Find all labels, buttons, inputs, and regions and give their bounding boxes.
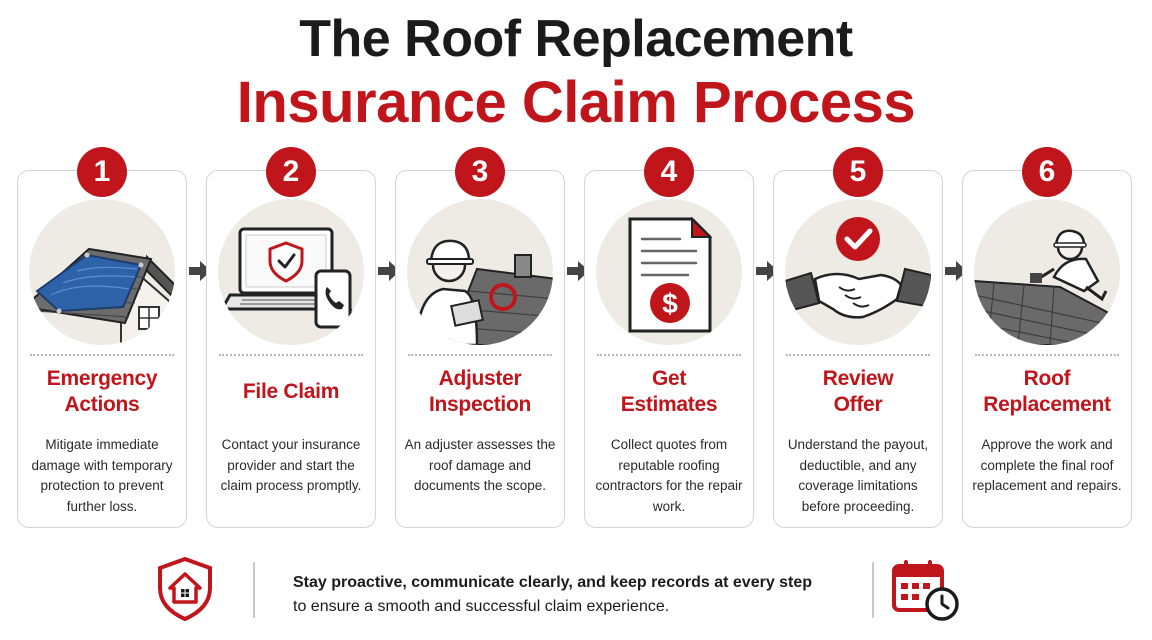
step-number-badge: 6 [1022,147,1072,197]
step-description: Mitigate immediate damage with temporary… [31,437,173,514]
step-title: Emergency Actions [46,367,158,416]
step-description: Approve the work and complete the final … [972,437,1122,493]
laptop-shield-phone-icon [218,199,364,345]
handshake-check-icon [785,199,931,345]
step-card-1: 1 Emergency Actions Mitigate immediate d… [17,147,187,528]
roofer-working-icon [974,199,1120,345]
divider [597,354,741,356]
arrow-right-icon [756,261,778,281]
step-card-3: 3 Adjuster Inspection An adjuster assess… [395,147,565,528]
arrow-right-icon [945,261,967,281]
step-number-badge: 5 [833,147,883,197]
arrow-right-icon [378,261,400,281]
divider [786,354,930,356]
step-description: Collect quotes from reputable roofing co… [595,437,743,514]
step-number-badge: 4 [644,147,694,197]
step-title: File Claim [242,380,340,403]
arrow-right-icon [189,261,211,281]
footer-line-1: Stay proactive, communicate clearly, and… [293,574,813,591]
footer-line-2: to ensure a smooth and successful claim … [293,598,670,615]
divider [408,354,552,356]
footer-message: Stay proactive, communicate clearly, and… [293,571,812,619]
step-number-badge: 3 [455,147,505,197]
footer-divider [872,562,874,618]
divider [219,354,363,356]
page-title: The Roof Replacement [299,10,853,68]
arrow-right-icon [567,261,589,281]
step-title: Get Estimates [620,367,718,416]
step-title: Review Offer [822,367,894,416]
divider [30,354,174,356]
tarp-roof-house-icon [29,199,175,345]
estimate-document-dollar-icon: $ [596,199,742,345]
step-title: Roof Replacement [983,367,1111,416]
step-card-6: 6 Roof Replacement Approve the work and … [962,147,1132,528]
step-description: Understand the payout, deductible, and a… [787,437,929,514]
footer-divider [253,562,255,618]
step-card-5: 5 Review Offer Understand the payout, de… [773,147,943,528]
step-card-4: 4 $ Get Estimates Collect quotes from re… [584,147,754,528]
step-card-2: 2 File Claim Contact your insurance prov… [206,147,376,528]
step-number-badge: 2 [266,147,316,197]
calendar-clock-icon [892,560,959,621]
step-title: Adjuster Inspection [428,367,531,416]
step-number-badge: 1 [77,147,127,197]
page-subtitle: Insurance Claim Process [236,70,916,135]
adjuster-inspecting-roof-icon [407,199,553,345]
step-description: Contact your insurance provider and star… [220,437,362,493]
divider [975,354,1119,356]
step-description: An adjuster assesses the roof damage and… [404,437,556,493]
shield-house-icon [158,556,212,622]
svg-text:$: $ [662,288,678,319]
